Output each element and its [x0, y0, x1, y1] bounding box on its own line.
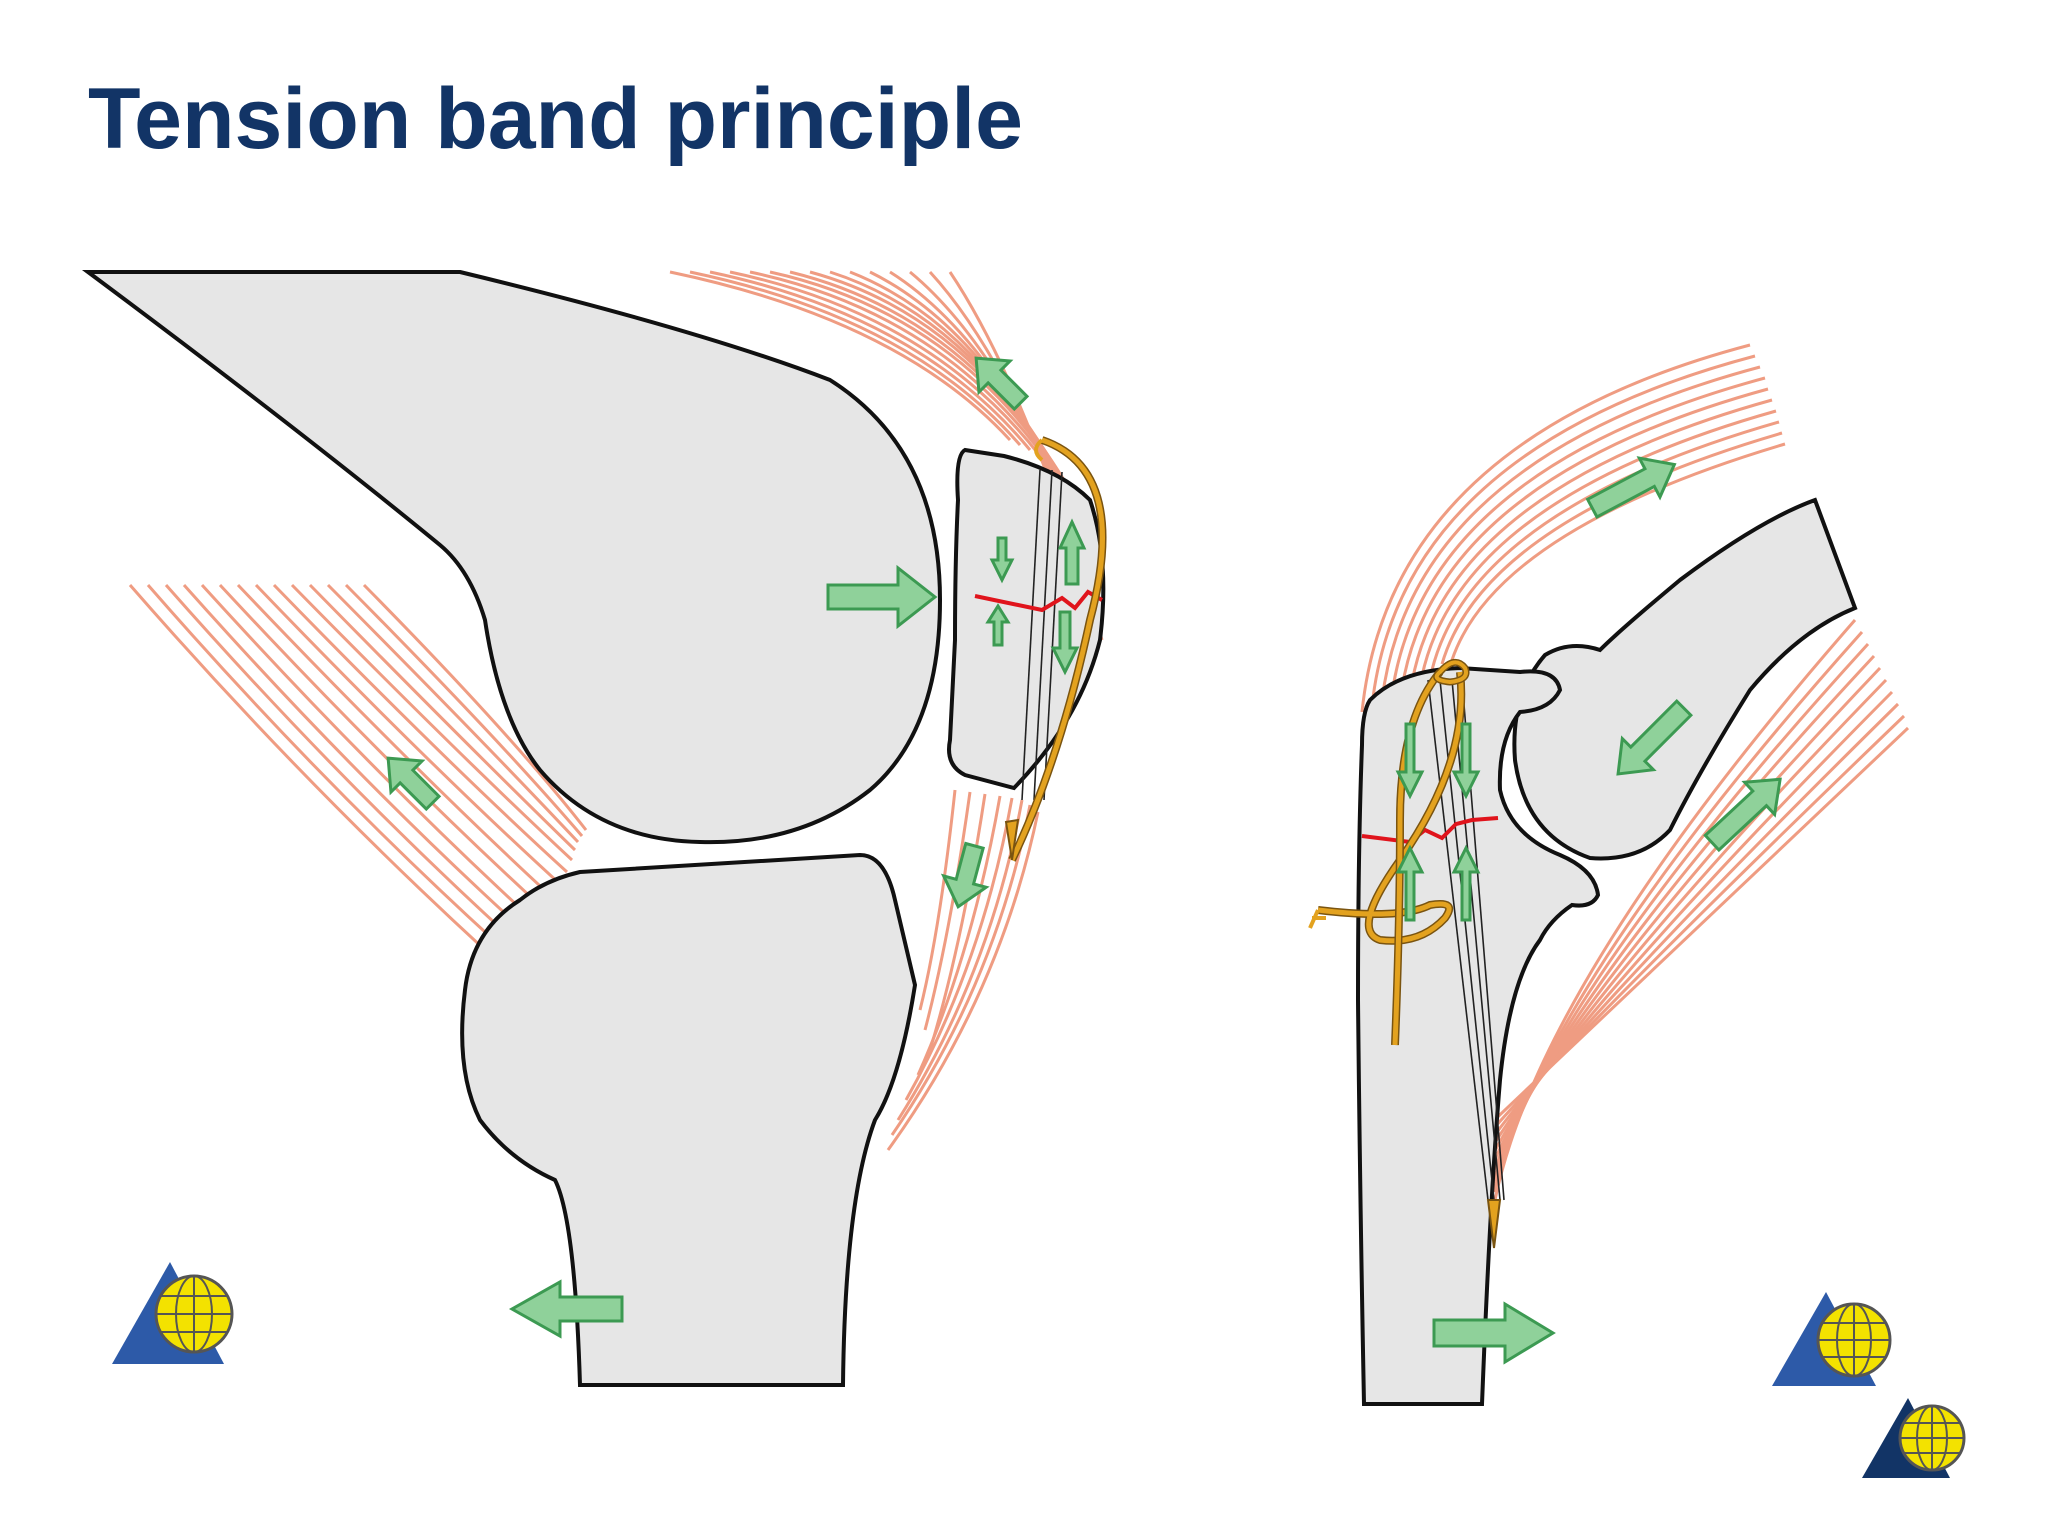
tension-arrow [1395, 456, 1782, 1365]
patella-fracture-line [974, 589, 1103, 613]
femur [81, 270, 943, 845]
brachialis-tendon [1484, 619, 1910, 1201]
elbow-diagram [1308, 343, 1910, 1406]
tibia [460, 852, 918, 1387]
ao-foundation-logo [1772, 1292, 1892, 1386]
tension-arrow [386, 356, 1087, 1339]
ao-foundation-logo [1862, 1398, 1966, 1478]
knee-diagram [81, 270, 1107, 1387]
compression-arrow [826, 564, 938, 630]
hamstring-tendon [128, 583, 588, 952]
humerus [1512, 497, 1858, 861]
ulna [1355, 665, 1601, 1406]
tension-band-wire [1308, 658, 1470, 1046]
triceps-tendon [1360, 343, 1786, 713]
slide-title: Tension band principle [88, 71, 1023, 167]
ao-foundation-logo [112, 1262, 234, 1364]
k-wires [1021, 469, 1063, 801]
